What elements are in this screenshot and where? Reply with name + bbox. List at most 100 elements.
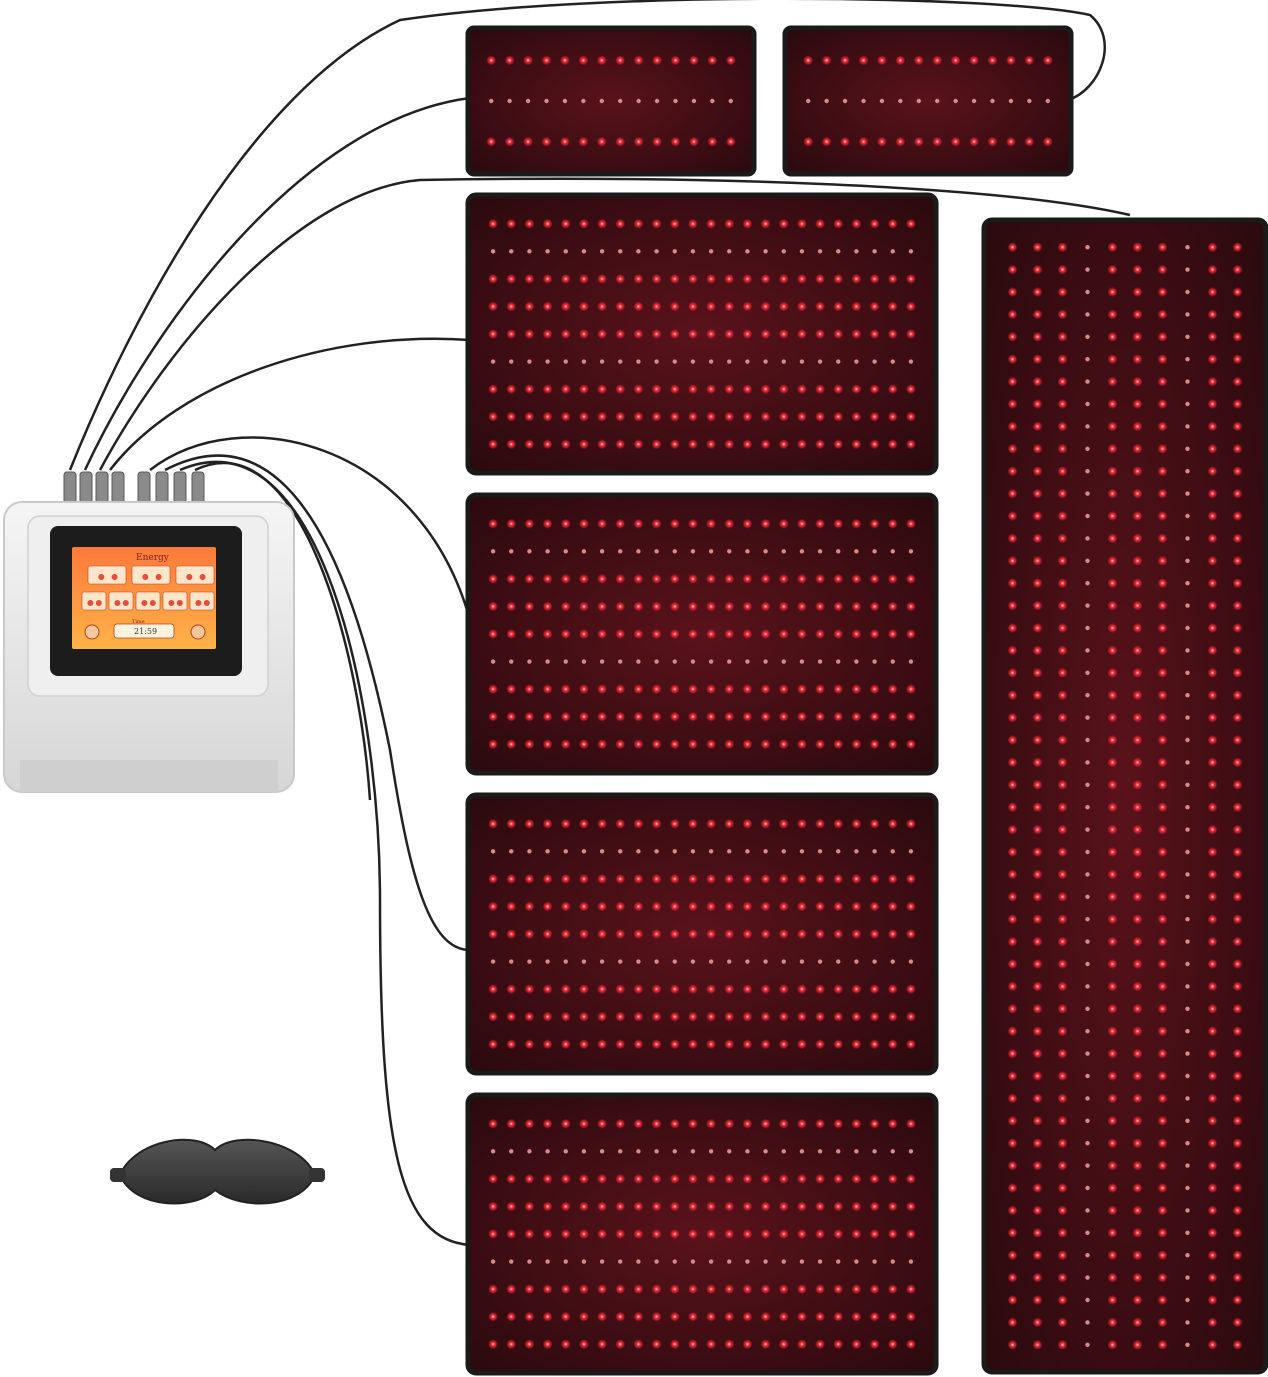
led <box>654 249 659 254</box>
led <box>1207 847 1218 857</box>
led <box>778 984 789 995</box>
led <box>778 439 789 450</box>
led <box>1085 1297 1090 1303</box>
led <box>706 218 717 229</box>
led <box>833 873 844 884</box>
led <box>1157 914 1168 925</box>
led <box>815 384 826 395</box>
led <box>796 1339 807 1350</box>
led <box>763 959 768 964</box>
led <box>1232 376 1243 387</box>
screen-channel-knob <box>122 600 129 606</box>
led <box>672 659 677 664</box>
led <box>1132 1183 1143 1193</box>
led <box>1232 869 1243 880</box>
led <box>542 518 553 529</box>
led <box>541 55 552 66</box>
led <box>778 573 789 584</box>
led <box>633 518 644 529</box>
led <box>578 1011 589 1022</box>
led <box>796 739 807 750</box>
led <box>799 959 805 964</box>
led <box>905 1229 916 1239</box>
led <box>560 984 571 995</box>
led <box>851 929 862 939</box>
led <box>1107 421 1118 432</box>
led <box>763 549 768 554</box>
led <box>1207 578 1218 589</box>
led <box>887 1011 898 1022</box>
led <box>636 1259 641 1264</box>
led <box>1007 1295 1018 1305</box>
led <box>1132 1071 1143 1081</box>
led <box>1107 331 1118 342</box>
led <box>1232 1048 1243 1059</box>
led <box>1185 581 1190 586</box>
led <box>908 849 914 854</box>
led <box>1032 309 1043 320</box>
led <box>872 549 877 554</box>
cable-5 <box>149 436 472 621</box>
led <box>1107 1048 1118 1059</box>
led <box>905 218 916 229</box>
led <box>527 959 532 964</box>
led <box>724 1339 735 1350</box>
led <box>778 818 789 829</box>
led <box>879 98 885 104</box>
led <box>615 929 626 939</box>
led <box>636 98 641 104</box>
led <box>763 1149 768 1154</box>
led <box>890 549 895 554</box>
led <box>615 136 626 147</box>
led <box>817 249 823 254</box>
led <box>1232 600 1243 611</box>
led <box>1027 98 1032 104</box>
screen-channel-knob <box>195 600 202 606</box>
led <box>763 359 768 364</box>
led <box>1157 287 1168 297</box>
led <box>690 359 696 364</box>
led <box>506 1284 517 1295</box>
led <box>724 739 735 750</box>
led <box>1207 1026 1218 1037</box>
led <box>633 218 644 229</box>
led <box>615 1039 626 1050</box>
led <box>599 659 605 664</box>
large-pad-4 <box>465 1092 939 1376</box>
led <box>872 959 877 964</box>
led <box>615 573 626 584</box>
led <box>1232 399 1243 409</box>
led <box>506 684 517 695</box>
led <box>597 1118 608 1129</box>
led <box>1107 959 1118 969</box>
led <box>778 1118 789 1129</box>
led <box>1032 331 1043 342</box>
led <box>1032 667 1043 678</box>
led <box>1032 1160 1043 1171</box>
led <box>542 901 553 912</box>
led <box>887 929 898 939</box>
led <box>1032 600 1043 611</box>
led <box>1157 1317 1168 1328</box>
led <box>578 55 589 66</box>
led <box>563 359 568 364</box>
led <box>778 929 789 939</box>
led <box>545 549 550 554</box>
led <box>724 518 735 529</box>
led <box>1107 757 1118 768</box>
led <box>506 1339 517 1350</box>
led <box>905 818 916 829</box>
led <box>781 849 786 854</box>
small-pad-2 <box>782 25 1074 177</box>
led <box>815 1229 826 1239</box>
led <box>742 984 753 995</box>
long-pad <box>981 217 1268 1375</box>
led <box>672 1149 677 1154</box>
led <box>1207 869 1218 880</box>
led <box>1207 1093 1218 1104</box>
led <box>1007 578 1018 589</box>
led <box>651 711 662 722</box>
led <box>1157 421 1168 432</box>
led <box>854 249 859 254</box>
led <box>524 1173 535 1184</box>
